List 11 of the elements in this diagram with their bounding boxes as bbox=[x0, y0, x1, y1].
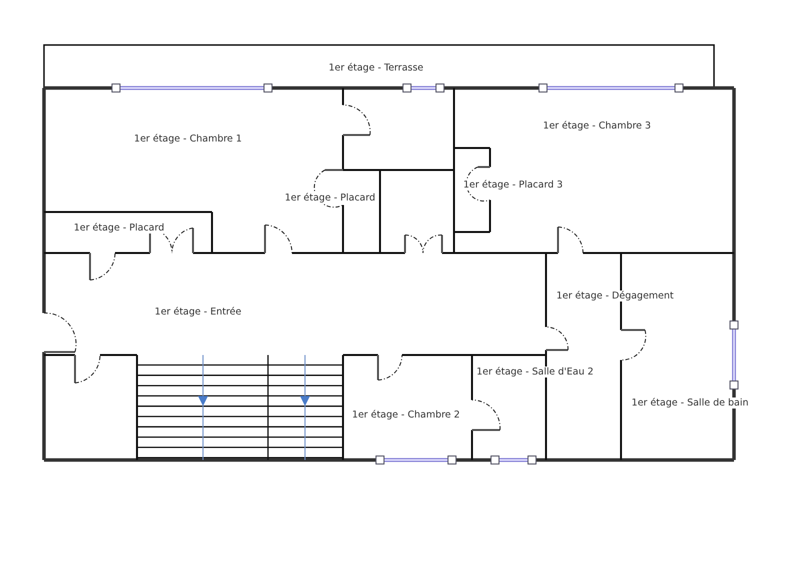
room-label: 1er étage - Chambre 3 bbox=[542, 120, 652, 132]
room-label: 1er étage - Placard 3 bbox=[462, 180, 564, 190]
room-label: 1er étage - Entrée bbox=[154, 306, 242, 318]
room-label: 1er étage - Dégagement bbox=[555, 290, 675, 302]
room-label: 1er étage - Terrasse bbox=[328, 62, 424, 74]
room-label: 1er étage - Salle d'Eau 2 bbox=[475, 366, 595, 378]
room-label: 1er étage - Salle de bain bbox=[630, 398, 750, 408]
room-label: 1er étage - Chambre 1 bbox=[133, 134, 243, 144]
room-label: 1er étage - Placard bbox=[284, 192, 376, 204]
room-label: 1er étage - Placard bbox=[72, 222, 166, 234]
room-label: 1er étage - Chambre 2 bbox=[351, 410, 461, 420]
